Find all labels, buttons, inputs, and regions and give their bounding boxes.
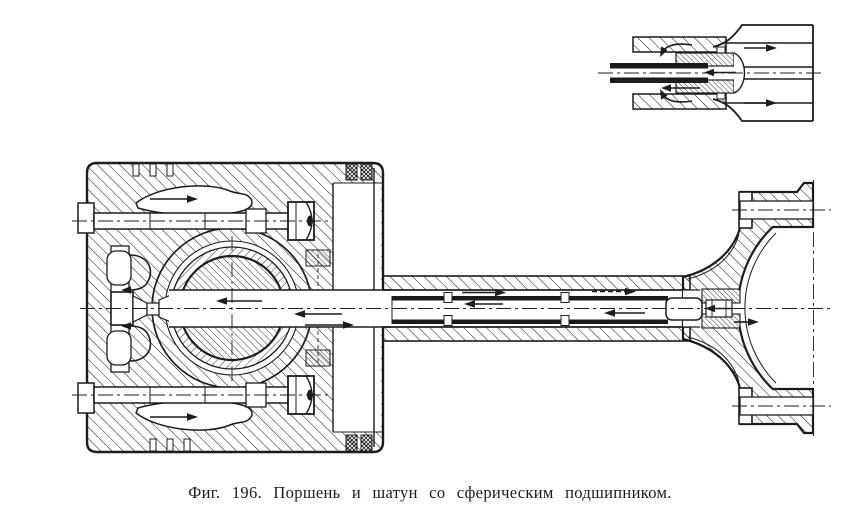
figure-caption: Фиг. 196. Поршень и шатун со сферическим… — [188, 483, 672, 502]
connecting-rod-shank — [382, 275, 759, 342]
big-end-fork — [681, 181, 815, 435]
crown-notches — [132, 163, 191, 452]
piston-rings — [345, 163, 373, 452]
inset-flow-arrows — [660, 43, 777, 107]
cooling-channel — [106, 245, 134, 373]
centerlines — [72, 72, 832, 436]
inset-oil-tube — [610, 63, 708, 83]
oil-passages — [135, 185, 253, 431]
piston-assembly — [77, 161, 391, 454]
oil-tube — [391, 292, 703, 326]
inset-small-end-detail — [610, 24, 814, 122]
